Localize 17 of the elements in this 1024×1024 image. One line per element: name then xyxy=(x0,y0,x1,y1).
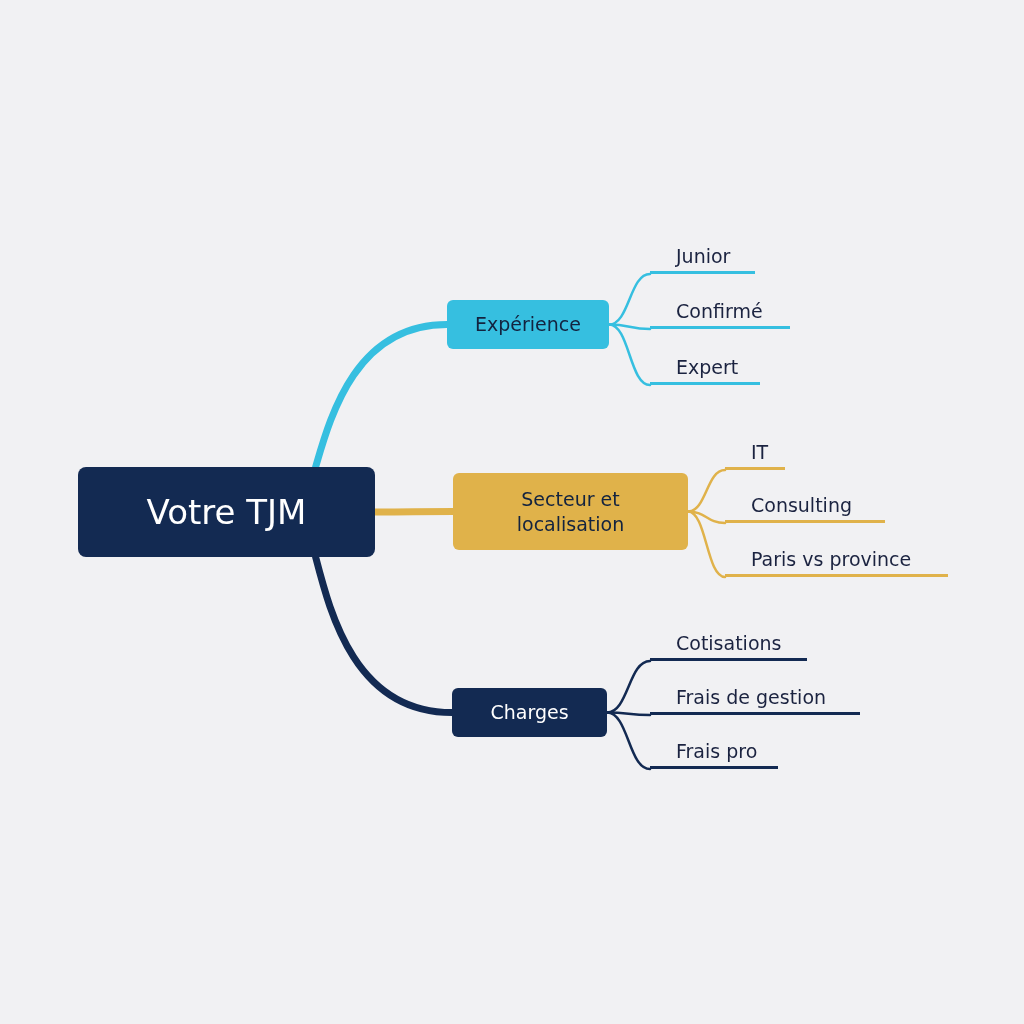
branch-label: Cotisations xyxy=(650,630,807,661)
branch-label: IT xyxy=(725,439,785,470)
branch-line xyxy=(607,323,652,387)
topic-box: Charges xyxy=(452,688,607,737)
branch-label: Consulting xyxy=(725,492,885,523)
branch-line xyxy=(605,711,652,771)
central-topic-box: Votre TJM xyxy=(78,467,375,557)
branch-label: Confirmé xyxy=(650,298,790,329)
branch-label: Frais pro xyxy=(650,738,778,769)
branch-label: Paris vs province xyxy=(725,546,948,577)
branch-label: Junior xyxy=(650,243,755,274)
branch-label: Expert xyxy=(650,354,760,385)
branch-line xyxy=(686,510,727,579)
topic-box: Expérience xyxy=(447,300,609,349)
branch-label: Frais de gestion xyxy=(650,684,860,715)
topic-box: Secteur et localisation xyxy=(453,473,688,550)
branch-line xyxy=(607,323,652,331)
